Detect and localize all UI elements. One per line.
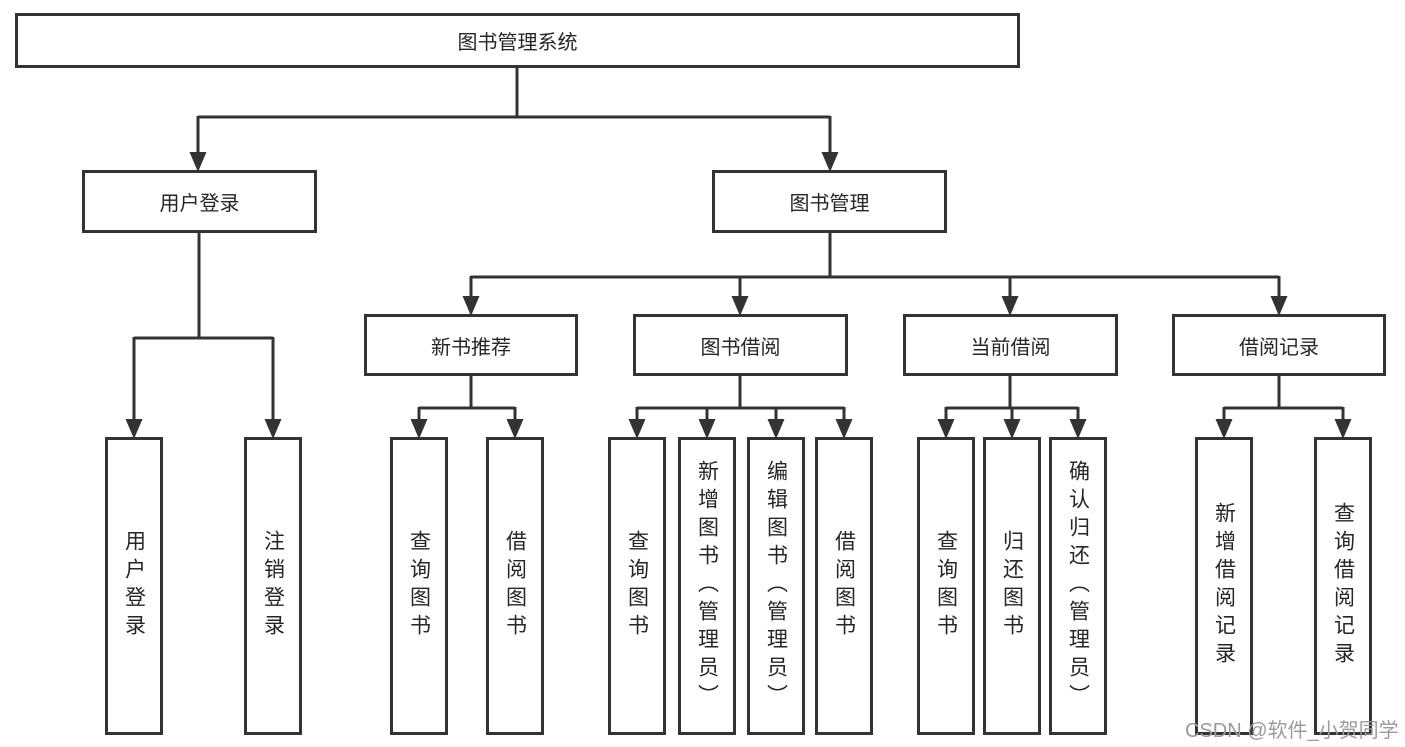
node-label: 用户登录	[159, 193, 240, 215]
node-label: 借阅图书	[832, 530, 856, 642]
leaf-cb-return-books: 归还图书	[983, 437, 1041, 735]
node-label: 当前借阅	[970, 336, 1051, 359]
leaf-user-login: 用户登录	[105, 437, 163, 735]
arrowhead-down-icon	[1003, 419, 1021, 439]
arrowhead-down-icon	[125, 419, 143, 439]
leaf-br-query-record: 查询借阅记录	[1314, 437, 1372, 735]
arrowhead-down-icon	[937, 419, 955, 439]
node-label: 图书借阅	[700, 336, 781, 359]
leaf-rec-borrow-books: 借阅图书	[486, 437, 544, 735]
arrowhead-down-icon	[767, 419, 785, 439]
node-borrow-records: 借阅记录	[1172, 314, 1386, 376]
arrowhead-down-icon	[1215, 419, 1233, 439]
leaf-cb-query-books: 查询图书	[917, 437, 975, 735]
arrowhead-down-icon	[628, 419, 646, 439]
leaf-rec-query-books: 查询图书	[390, 437, 448, 735]
leaf-br-add-record: 新增借阅记录	[1195, 437, 1253, 735]
node-label: 查询图书	[934, 530, 958, 642]
arrowhead-down-icon	[1069, 419, 1087, 439]
node-label: 用户登录	[122, 530, 146, 642]
arrowhead-down-icon	[462, 296, 480, 316]
node-label: 新书推荐	[431, 336, 511, 359]
leaf-cb-confirm-return-admin: 确认归还（管理员）	[1049, 437, 1107, 735]
leaf-logout: 注销登录	[244, 437, 302, 735]
arrowhead-down-icon	[821, 152, 839, 172]
node-label: 图书管理系统	[457, 32, 578, 54]
node-root-system: 图书管理系统	[15, 13, 1020, 68]
arrowhead-down-icon	[1001, 296, 1019, 316]
node-label: 新增图书（管理员）	[695, 460, 719, 712]
node-label: 查询图书	[625, 530, 649, 642]
node-label: 注销登录	[261, 530, 285, 642]
arrowhead-down-icon	[189, 152, 207, 172]
node-book-management: 图书管理	[712, 170, 947, 233]
node-book-borrow: 图书借阅	[633, 314, 848, 376]
node-label: 查询图书	[407, 530, 431, 642]
node-label: 借阅图书	[503, 530, 527, 642]
leaf-bb-borrow-books: 借阅图书	[815, 437, 873, 735]
arrowhead-down-icon	[1334, 419, 1352, 439]
node-new-book-recommend: 新书推荐	[364, 314, 578, 376]
node-label: 借阅记录	[1239, 336, 1319, 359]
leaf-bb-edit-books-admin: 编辑图书（管理员）	[747, 437, 805, 735]
arrowhead-down-icon	[264, 419, 282, 439]
arrowhead-down-icon	[410, 419, 428, 439]
arrowhead-down-icon	[835, 419, 853, 439]
arrowhead-down-icon	[731, 296, 749, 316]
node-label: 图书管理	[789, 193, 870, 215]
node-label: 确认归还（管理员）	[1066, 460, 1090, 712]
node-current-borrow: 当前借阅	[903, 314, 1118, 376]
arrowhead-down-icon	[1270, 296, 1288, 316]
arrowhead-down-icon	[506, 419, 524, 439]
leaf-bb-add-books-admin: 新增图书（管理员）	[678, 437, 736, 735]
node-label: 新增借阅记录	[1212, 502, 1236, 670]
arrowhead-down-icon	[698, 419, 716, 439]
node-label: 归还图书	[1000, 530, 1024, 642]
csdn-watermark: CSDN @软件_小贺同学	[1185, 720, 1399, 742]
node-label: 编辑图书（管理员）	[764, 460, 788, 712]
node-label: 查询借阅记录	[1331, 502, 1355, 670]
leaf-bb-query-books: 查询图书	[608, 437, 666, 735]
node-user-login: 用户登录	[82, 170, 317, 233]
